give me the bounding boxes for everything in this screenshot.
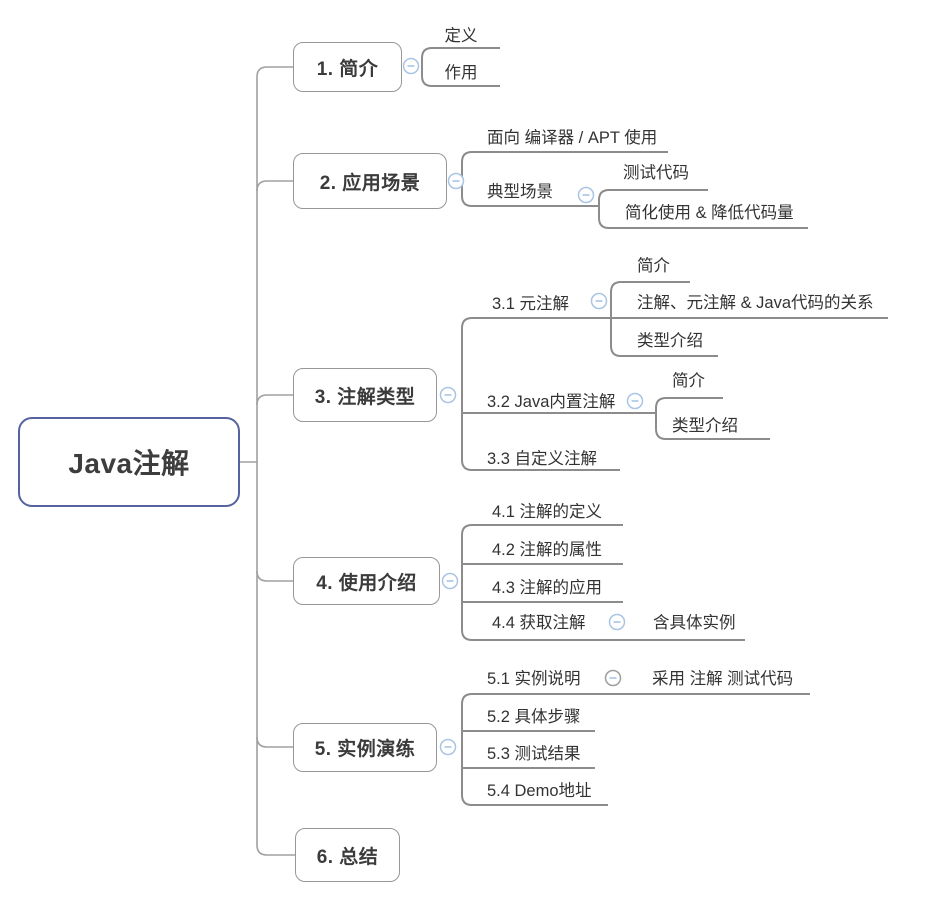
main-topic-6[interactable]: 6. 总结 — [295, 828, 400, 882]
subtopic-3-1-types[interactable]: 类型介绍 — [637, 332, 703, 350]
main-topic-1[interactable]: 1. 简介 — [293, 42, 402, 92]
subtopic-4-3-application[interactable]: 4.3 注解的应用 — [492, 579, 603, 597]
connector-branch-5 — [256, 736, 293, 748]
main-topic-5[interactable]: 5. 实例演练 — [293, 723, 437, 772]
collapse-controls — [402, 57, 644, 756]
subtopic-3-2-builtin[interactable]: 3.2 Java内置注解 — [487, 393, 616, 411]
minus-circle-icon[interactable] — [439, 386, 457, 404]
main-topic-3[interactable]: 3. 注解类型 — [293, 368, 437, 422]
lines-branch-5-children — [461, 693, 810, 806]
lines-branch-1-children — [421, 47, 500, 87]
lines-3-2-children — [655, 397, 770, 440]
connector-trunk — [256, 66, 295, 856]
minus-circle-icon[interactable] — [577, 186, 595, 204]
subtopic-3-3-custom[interactable]: 3.3 自定义注解 — [487, 450, 598, 468]
connector-branch-2 — [256, 180, 293, 192]
minus-circle-icon[interactable] — [402, 57, 420, 75]
subtopic-5-2-steps[interactable]: 5.2 具体步骤 — [487, 708, 581, 726]
lines-3-1-children — [610, 281, 718, 357]
subtopic-4-1-definition[interactable]: 4.1 注解的定义 — [492, 503, 603, 521]
minus-circle-icon[interactable] — [447, 172, 465, 190]
lines-branch-3-children — [461, 317, 888, 471]
minus-circle-icon[interactable] — [441, 572, 459, 590]
lines-branch-4-children — [461, 524, 745, 641]
subtopic-3-1-intro[interactable]: 简介 — [637, 257, 670, 275]
minus-circle-icon[interactable] — [626, 392, 644, 410]
subtopic-3-2-intro[interactable]: 简介 — [672, 372, 705, 390]
subtopic-compiler-apt[interactable]: 面向 编译器 / APT 使用 — [487, 129, 658, 147]
subtopic-definition[interactable]: 定义 — [444, 27, 478, 45]
subtopic-5-4-demo-url[interactable]: 5.4 Demo地址 — [487, 782, 592, 800]
minus-circle-icon[interactable] — [590, 292, 608, 310]
main-topic-4[interactable]: 4. 使用介绍 — [293, 557, 440, 605]
subtopic-purpose[interactable]: 作用 — [444, 64, 478, 82]
branch-connectors — [240, 66, 295, 856]
subtopic-5-3-test-result[interactable]: 5.3 测试结果 — [487, 745, 581, 763]
lines-typical-scene-children — [598, 189, 808, 229]
subtopic-3-2-types[interactable]: 类型介绍 — [672, 417, 738, 435]
subtopic-4-2-attributes[interactable]: 4.2 注解的属性 — [492, 541, 603, 559]
subtopic-4-4-example[interactable]: 含具体实例 — [653, 614, 736, 632]
central-topic[interactable]: Java注解 — [18, 417, 240, 507]
subtopic-3-1-meta-annotation[interactable]: 3.1 元注解 — [492, 295, 570, 313]
subtopic-5-1-use-annotation[interactable]: 采用 注解 测试代码 — [652, 670, 794, 688]
subtopic-lines — [421, 47, 888, 806]
subtopic-4-4-retrieve[interactable]: 4.4 获取注解 — [492, 614, 586, 632]
connector-branch-4 — [256, 570, 293, 582]
connector-branch-3 — [256, 394, 293, 406]
subtopic-5-1-example-desc[interactable]: 5.1 实例说明 — [487, 670, 581, 688]
subtopic-simplify-usage[interactable]: 简化使用 & 降低代码量 — [625, 204, 794, 222]
subtopic-3-1-relationship[interactable]: 注解、元注解 & Java代码的关系 — [637, 294, 874, 312]
subtopic-typical-scene[interactable]: 典型场景 — [487, 183, 553, 201]
subtopic-test-code[interactable]: 测试代码 — [623, 164, 689, 182]
minus-circle-icon[interactable] — [604, 669, 622, 687]
main-topic-2[interactable]: 2. 应用场景 — [293, 153, 447, 209]
minus-circle-icon[interactable] — [608, 613, 626, 631]
minus-circle-icon[interactable] — [439, 738, 457, 756]
